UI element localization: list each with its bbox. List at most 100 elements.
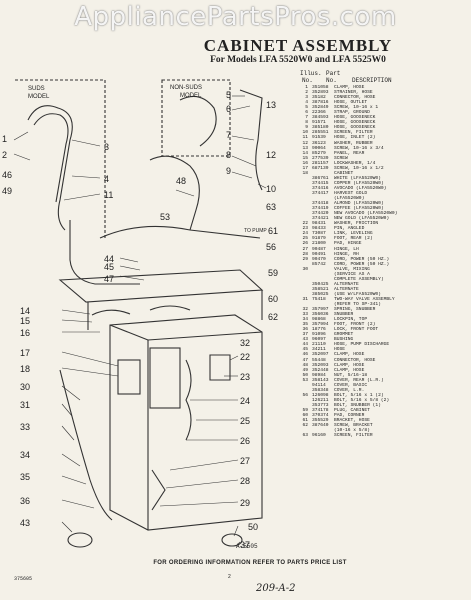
illus-number: 12 — [302, 140, 308, 146]
part-description: CLAMP, HOSE — [334, 352, 365, 358]
part-description: CLAMP, HOSE — [334, 362, 365, 368]
nonsuds-inset-border — [161, 79, 231, 157]
part-number: 374420 — [312, 211, 329, 217]
part-description: (LFA5520W0) — [334, 196, 365, 202]
callout-8: 8 — [226, 150, 231, 160]
part-description: LOCKWASHER, 1/4 — [334, 160, 376, 166]
ordering-notice: FOR ORDERING INFORMATION REFER TO PARTS … — [153, 560, 347, 566]
callout-numbers: 1234567891011121314151617182223242526272… — [2, 90, 278, 550]
part-description: WHITE (LFA5520W0) — [334, 175, 381, 181]
illus-number: 63 — [302, 433, 308, 439]
illus-number: 34 — [302, 317, 308, 323]
part-number: 90491 — [312, 251, 326, 257]
cabinet-body — [109, 314, 263, 531]
suds-label-1: SUDS — [28, 86, 45, 92]
callout-50: 50 — [248, 522, 258, 532]
part-description: LOCKPIN, TOP — [334, 317, 368, 323]
gooseneck-hose — [239, 89, 263, 191]
cabinet-exploded-diagram: 1234567891011121314151617182223242526272… — [2, 79, 278, 550]
illus-number: 3 — [305, 95, 308, 101]
part-number: 34211 — [312, 347, 326, 353]
part-description: COPPER (LFA5520W0) — [334, 180, 384, 186]
part-description: LINK, LEVELING — [334, 231, 373, 237]
illus-number: 46 — [302, 352, 308, 358]
callout-34: 34 — [20, 450, 30, 460]
callout-26: 26 — [240, 436, 250, 446]
illus-number: 24 — [302, 231, 308, 237]
part-description: FOOT, FRONT (2) — [334, 322, 376, 328]
part-description: HOSE, GOOSENECK — [334, 120, 376, 126]
part-number: 350425 — [312, 281, 329, 287]
illus-number: 50 — [302, 372, 308, 378]
illus-number: 9 — [305, 125, 308, 131]
parts-row: (REFER TO SP-341) — [296, 302, 466, 307]
rear-foot — [221, 533, 243, 547]
panel-edges — [87, 290, 263, 330]
part-number: 90064 — [312, 145, 326, 151]
part-number: 21800 — [312, 241, 326, 247]
part-number: 91879 — [312, 236, 326, 242]
col-illus-header: Illus. — [300, 70, 322, 77]
part-description: HOSE, PUMP DISCHARGE — [334, 342, 390, 348]
snubber-spring — [185, 359, 192, 441]
callout-46: 46 — [2, 170, 12, 180]
part-number: 374415 — [312, 180, 329, 186]
callout-14: 14 — [20, 306, 30, 316]
part-description: LOCK, FRONT FOOT — [334, 327, 379, 333]
callout-4: 4 — [104, 174, 109, 184]
illus-number: 5 — [305, 105, 308, 111]
callout-53: 53 — [160, 212, 170, 222]
parts-row: 374415 COPPER (LFA5520W0) — [296, 181, 466, 186]
outlet-hose — [69, 220, 140, 285]
illus-number: 23 — [302, 226, 308, 232]
part-number: 385180 — [312, 125, 329, 131]
part-number: 374418 — [312, 201, 329, 207]
part-number: 94114 — [312, 382, 326, 388]
part-number: 98431 — [312, 221, 326, 227]
part-number: 374416 — [312, 185, 329, 191]
mixing-valve — [117, 359, 141, 395]
part-number: 352893 — [312, 90, 329, 96]
illus-number: 10 — [302, 130, 308, 136]
callout-15: 15 — [20, 316, 30, 326]
col-part-header: Part — [326, 70, 341, 77]
callout-6: 6 — [226, 104, 231, 114]
part-number: 91096 — [312, 332, 326, 338]
part-number: 281157 — [312, 160, 329, 166]
illus-number: 44 — [302, 342, 308, 348]
part-description: SCREEN, FILTER — [334, 433, 373, 439]
part-number: 96097 — [312, 337, 326, 343]
part-number: 75418 — [312, 296, 326, 302]
callout-17: 17 — [20, 348, 30, 358]
part-number: 98984 — [312, 372, 326, 378]
part-description: HOSE, OUTLET — [334, 100, 368, 106]
callout-27: 27 — [240, 456, 250, 466]
callout-25: 25 — [240, 416, 250, 426]
illus-number: 29 — [302, 256, 308, 262]
illus-number: 22 — [302, 221, 308, 227]
part-description: CABINET — [334, 170, 354, 176]
illus-number: 62 — [302, 423, 308, 429]
